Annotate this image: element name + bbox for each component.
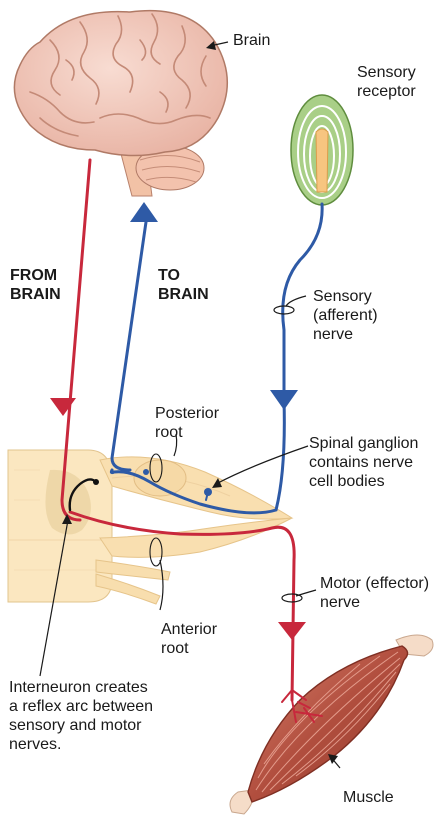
interneuron-end [93, 479, 99, 485]
label-sensory-nerve: Sensory (afferent) nerve [313, 288, 378, 343]
muscle-illustration [229, 634, 434, 815]
brain-pointer-icon [206, 41, 216, 50]
interneuron [68, 478, 98, 512]
label-posterior-root: Posterior root [155, 405, 220, 441]
label-from-brain: FROM BRAIN [10, 267, 61, 303]
anterior-root-ring [149, 537, 163, 567]
ganglion-cell-body [204, 488, 212, 496]
motor-pathway [60, 158, 323, 723]
sensory-receptor-illustration [290, 94, 354, 206]
motor-nerve-arrowhead [278, 622, 306, 640]
label-sensory-receptor: Sensory receptor [357, 64, 416, 100]
label-brain: Brain [233, 32, 271, 49]
muscle-pointer-icon [328, 754, 338, 764]
posterior-root-ring [149, 453, 163, 483]
ganglion-pointer-icon [212, 478, 222, 488]
brain-illustration [13, 9, 228, 197]
label-anterior-root: Anterior root [161, 621, 218, 657]
to-brain-arrowhead [130, 202, 158, 222]
label-motor-nerve: Motor (effector) nerve [320, 575, 430, 611]
sensory-terminal [143, 469, 149, 475]
label-interneuron: Interneuron creates a reflex arc between… [9, 679, 154, 753]
label-spinal-ganglion: Spinal ganglion contains nerve cell bodi… [309, 435, 419, 490]
interneuron-pointer-icon [62, 514, 72, 524]
from-brain-arrowhead [50, 398, 76, 416]
spinal-cord-illustration [7, 449, 294, 605]
sensory-nerve-arrowhead [270, 390, 298, 410]
label-muscle: Muscle [343, 789, 394, 806]
label-to-brain: TO BRAIN [158, 267, 209, 303]
